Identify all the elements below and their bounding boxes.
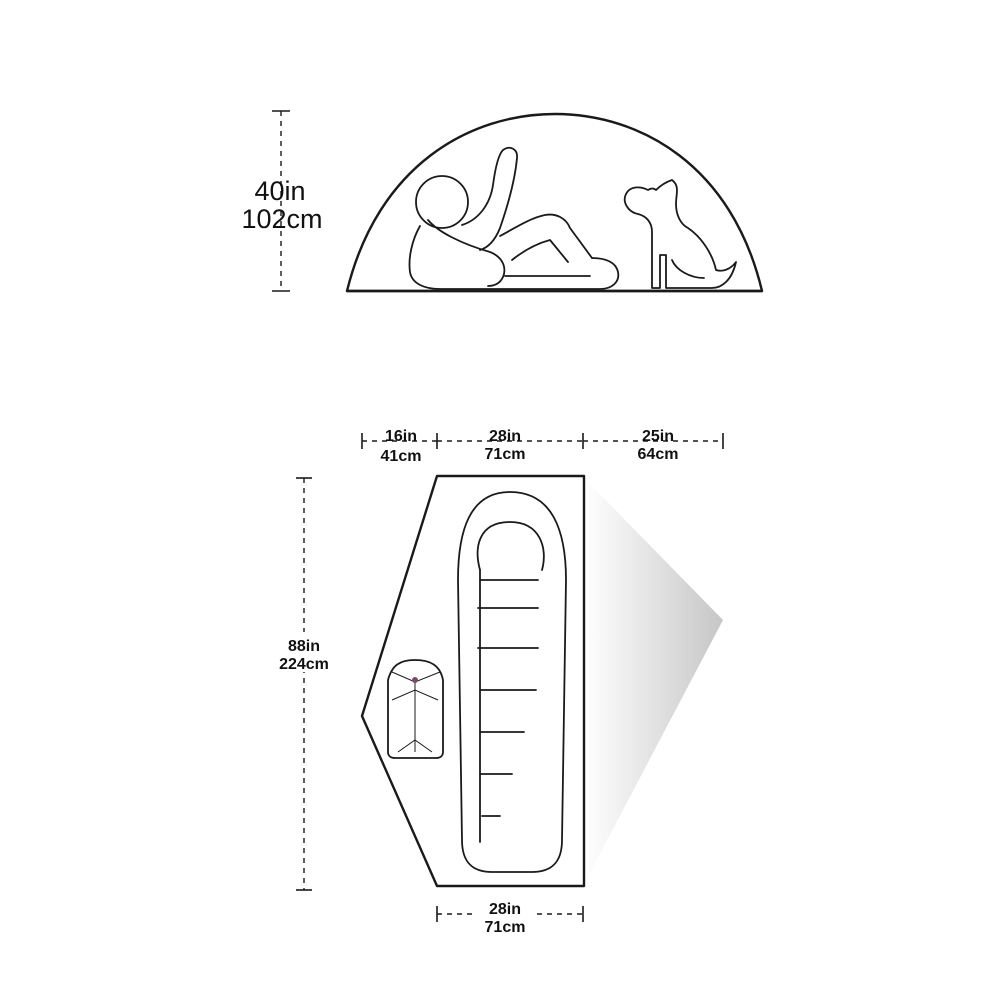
bottom-in-label: 28in xyxy=(489,901,521,918)
bottom-cm-label: 71cm xyxy=(485,919,526,936)
top-mid-cm-label: 71cm xyxy=(485,446,526,463)
person-icon xyxy=(408,146,620,290)
sleeping-bag-icon xyxy=(457,491,567,873)
tent-floor-outline xyxy=(360,474,586,888)
backpack-icon xyxy=(387,659,444,759)
top-left-cm-label: 41cm xyxy=(381,448,422,465)
height-in-label: 40in xyxy=(254,176,305,206)
height-dimension: 40in 102cm xyxy=(241,110,323,292)
top-dimensions: 16in 41cm 28in 71cm 25in 64cm xyxy=(361,428,724,465)
vestibule-area xyxy=(584,478,723,884)
floor-plan: 16in 41cm 28in 71cm 25in 64cm 88in 224cm xyxy=(268,428,724,936)
length-cm-label: 224cm xyxy=(279,656,329,673)
length-dimension: 88in 224cm xyxy=(268,477,340,891)
side-view: 40in 102cm xyxy=(241,110,764,293)
bottom-dimension: 28in 71cm xyxy=(436,898,584,936)
top-right-cm-label: 64cm xyxy=(638,446,679,463)
length-in-label: 88in xyxy=(288,638,320,655)
top-right-in-label: 25in xyxy=(642,428,674,445)
top-left-in-label: 16in xyxy=(385,428,417,445)
dog-icon xyxy=(623,179,737,289)
tent-dome-outline xyxy=(345,112,764,293)
top-mid-in-label: 28in xyxy=(489,428,521,445)
height-cm-label: 102cm xyxy=(241,204,322,234)
